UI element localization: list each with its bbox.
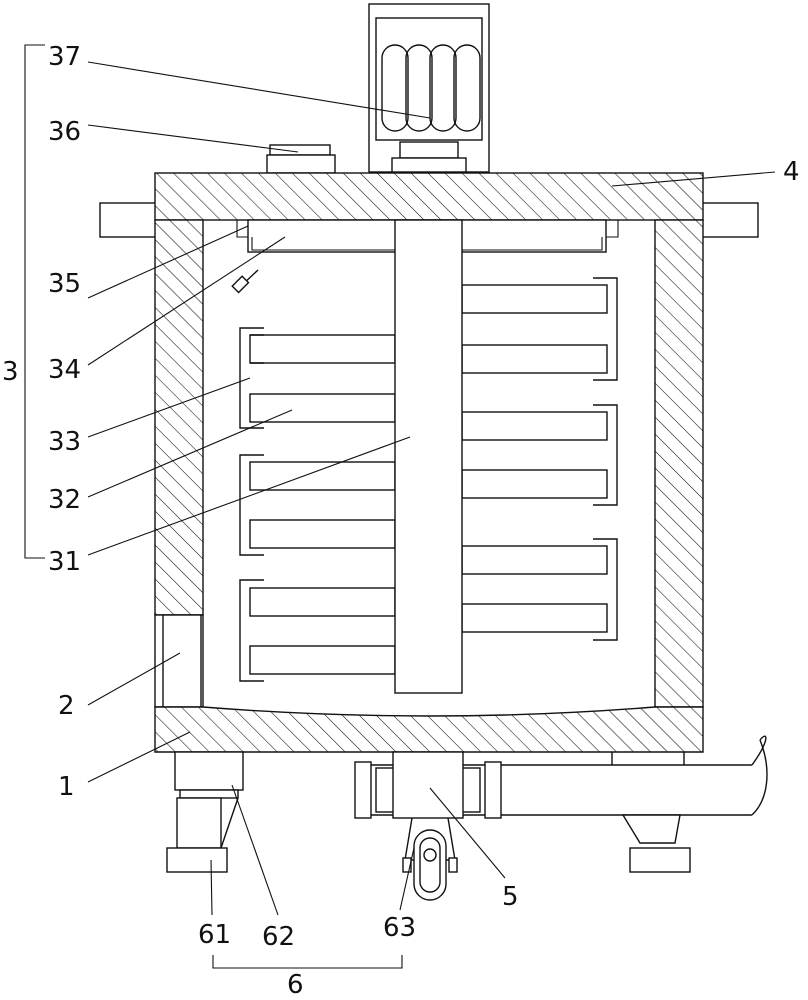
label-3: 3: [2, 357, 19, 387]
left-scrapers: [240, 328, 264, 681]
label-37: 37: [48, 42, 81, 72]
motor: [369, 4, 489, 172]
left-agitator-arms: [250, 335, 395, 674]
central-shaft: [395, 220, 462, 693]
label-33: 33: [48, 427, 81, 457]
label-1: 1: [58, 772, 75, 802]
label-35: 35: [48, 269, 81, 299]
label-32: 32: [48, 485, 81, 515]
label-36: 36: [48, 117, 81, 147]
label-2: 2: [58, 691, 75, 721]
group-bracket-3: [25, 45, 45, 558]
right-support-foot: [623, 815, 690, 872]
label-5: 5: [502, 882, 519, 912]
spray-nozzle: [232, 270, 258, 292]
right-scrapers: [593, 278, 617, 640]
label-63: 63: [383, 913, 416, 943]
label-62: 62: [262, 922, 295, 952]
left-support-foot: [167, 752, 243, 872]
group-bracket-6: [213, 955, 402, 968]
label-6: 6: [287, 970, 304, 1000]
label-31: 31: [48, 547, 81, 577]
label-61: 61: [198, 920, 231, 950]
right-agitator-arms: [462, 285, 607, 632]
label-4: 4: [783, 157, 800, 187]
label-34: 34: [48, 355, 81, 385]
